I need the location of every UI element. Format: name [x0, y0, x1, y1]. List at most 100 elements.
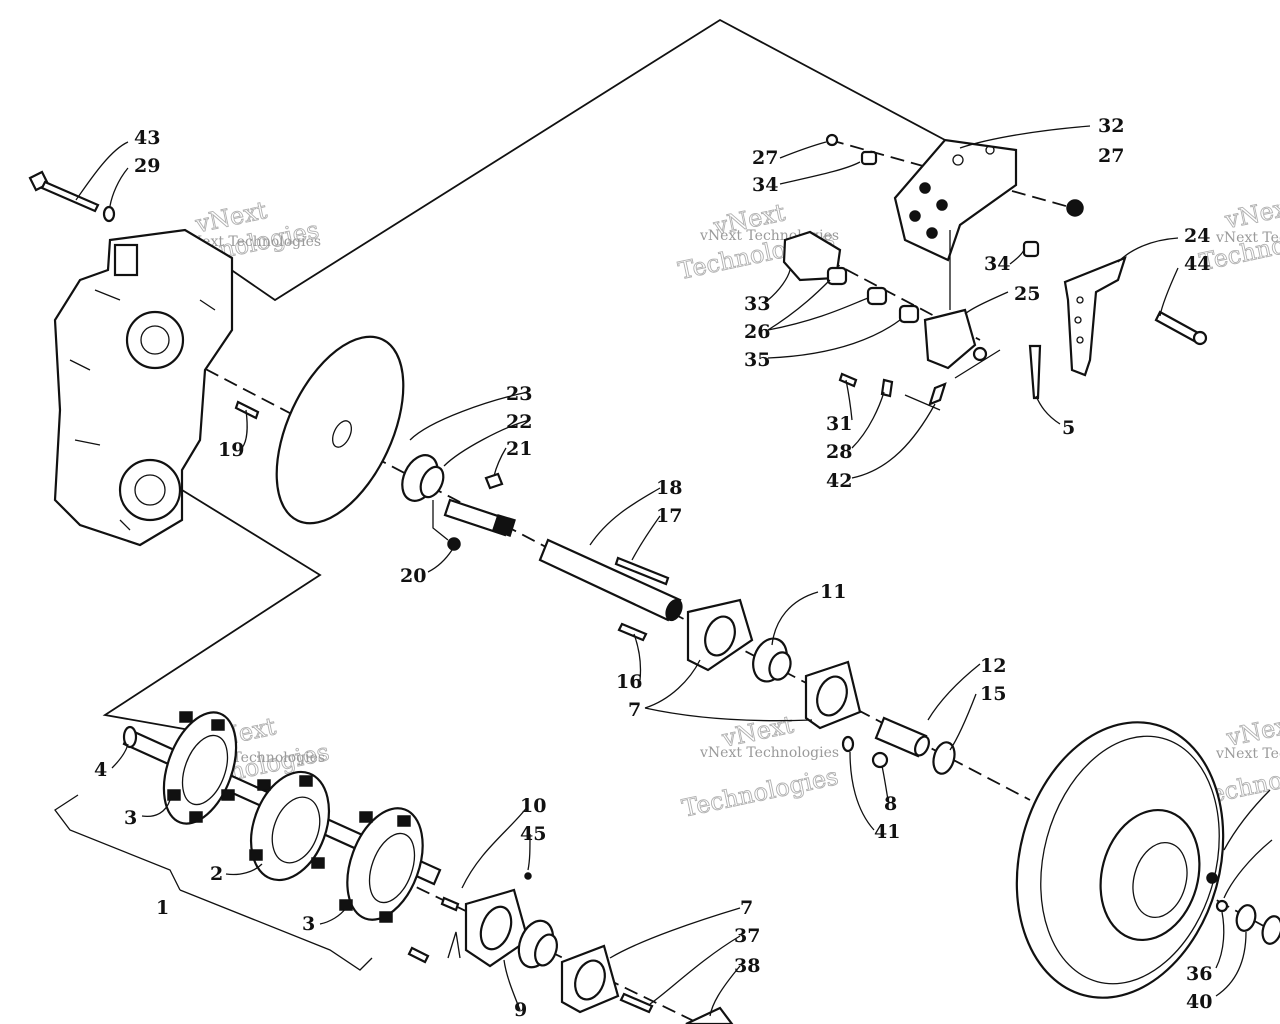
leader-line [904, 230, 1001, 411]
callout-34: 34 [752, 174, 778, 196]
bolt-10 [440, 896, 460, 912]
watermark-text: Technologies [679, 762, 840, 822]
watermark-text: vNext Technologies [1215, 746, 1280, 762]
callout-8: 8 [884, 793, 897, 815]
pin-42 [928, 382, 947, 406]
brake-hub-22 [401, 454, 445, 502]
callout-40: 40 [1186, 991, 1212, 1013]
spacer-34 [860, 150, 878, 166]
callout-3: 3 [302, 913, 315, 935]
sprocket-3 [162, 711, 238, 825]
callout-3: 3 [124, 807, 137, 829]
nut-27 [825, 133, 839, 147]
bolt-37 [619, 992, 654, 1014]
bearing-11 [752, 637, 792, 683]
callout-1: 1 [156, 897, 169, 919]
callout-2: 2 [210, 863, 223, 885]
callout-27: 27 [1098, 145, 1124, 167]
bushing-26 [866, 286, 888, 306]
callout-37: 37 [734, 925, 760, 947]
bushing-35 [898, 304, 920, 324]
callout-7: 7 [740, 897, 753, 919]
washer-40 [1235, 904, 1257, 932]
leader-lines [75, 125, 1273, 1017]
bearing-9 [517, 919, 558, 969]
watermark-text: vNext Technologies [699, 745, 839, 761]
bushing-26 [826, 266, 848, 286]
callout-36: 36 [1186, 963, 1212, 985]
callout-34: 34 [984, 253, 1010, 275]
callout-11: 11 [820, 581, 846, 603]
key-17 [614, 556, 670, 586]
watermark-text: vNext [1222, 192, 1280, 235]
callout-20: 20 [400, 565, 426, 587]
brake-disc-23 [275, 335, 405, 525]
bearing-flange-7 [686, 598, 754, 672]
callout-labels: 43 29 32 27 27 34 2 4 44 34 33 25 26 3 5 2… [94, 115, 1212, 1021]
callout-25: 25 [1014, 283, 1040, 305]
bracket-brace [54, 794, 373, 971]
leader-line [447, 931, 461, 959]
bracket-24 [1063, 256, 1127, 377]
washer-41 [841, 735, 855, 753]
callout-27: 27 [752, 147, 778, 169]
watermark-text: vNext Technologies [1215, 230, 1280, 246]
washer [1261, 915, 1280, 945]
jackshaft-18 [538, 538, 683, 622]
bolt [407, 946, 430, 964]
bolt-31 [838, 372, 858, 388]
bolt-head [1192, 330, 1208, 346]
bearing-flange-7 [464, 888, 530, 968]
spacer-12 [874, 716, 930, 758]
pin-19 [234, 400, 260, 420]
bearing-flange-7 [560, 944, 620, 1014]
callout-31: 31 [826, 413, 852, 435]
nut-20 [447, 537, 461, 551]
callout-7: 7 [628, 699, 641, 721]
callout-42: 42 [826, 470, 852, 492]
callout-5: 5 [1062, 417, 1075, 439]
bolt-43 [28, 170, 100, 213]
callout-28: 28 [826, 441, 852, 463]
bracket-32 [893, 138, 1018, 262]
callout-10: 10 [520, 795, 546, 817]
plate-38 [685, 1006, 734, 1024]
washer-29 [102, 205, 116, 223]
leader-line [432, 500, 449, 541]
callout-38: 38 [734, 955, 760, 977]
callout-19: 19 [218, 439, 244, 461]
callout-4: 4 [94, 759, 107, 781]
callout-12: 12 [980, 655, 1006, 677]
driven-clutch [1015, 721, 1225, 999]
spring-5 [1028, 344, 1042, 400]
callout-29: 29 [134, 155, 160, 177]
bolt-16 [617, 622, 648, 642]
sprocket-3 [339, 807, 424, 923]
sprocket-2 [249, 770, 330, 882]
callout-44: 44 [1184, 253, 1210, 275]
watermark-text: vNext Technologies [181, 234, 321, 250]
washer-36 [1215, 899, 1229, 913]
callout-9: 9 [514, 999, 527, 1021]
nut-8 [871, 751, 889, 769]
callout-33: 33 [744, 293, 770, 315]
callout-18: 18 [656, 477, 682, 499]
callout-43: 43 [134, 127, 160, 149]
callout-45: 45 [520, 823, 546, 845]
assembly-outline [102, 489, 322, 731]
shaft-end [492, 514, 516, 537]
callout-26: 26 [744, 321, 770, 343]
callout-21: 21 [506, 438, 532, 460]
nut-27 [1066, 199, 1084, 217]
callout-32: 32 [1098, 115, 1124, 137]
callout-16: 16 [616, 671, 642, 693]
callout-17: 17 [656, 505, 682, 527]
callout-22: 22 [506, 411, 532, 433]
spacer-34 [1022, 240, 1040, 258]
bearing-flange-7 [804, 660, 862, 730]
clip-28 [880, 378, 894, 398]
callout-15: 15 [980, 683, 1006, 705]
callout-41: 41 [874, 821, 900, 843]
key-21 [484, 472, 504, 490]
